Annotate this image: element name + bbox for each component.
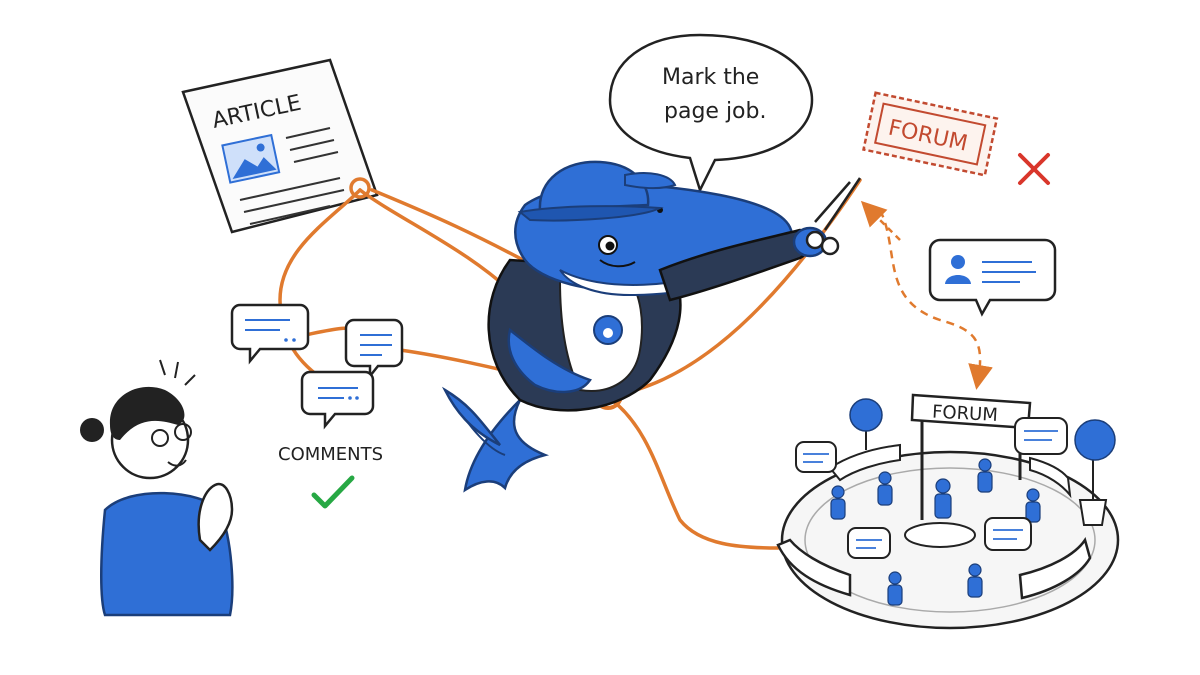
speech-line-2: page job. xyxy=(664,99,766,124)
forum-sign-label: FORUM xyxy=(932,402,999,426)
comment-bubble xyxy=(300,370,375,430)
cap-icon xyxy=(538,160,650,212)
comments-label: COMMENTS xyxy=(278,444,383,465)
bench xyxy=(1018,537,1092,600)
person-cheering xyxy=(80,359,234,617)
forum-people xyxy=(830,458,1041,606)
whale-mascot xyxy=(441,160,828,493)
article-document: ARTICLE xyxy=(181,58,379,234)
user-avatar-icon xyxy=(945,255,971,284)
hands-icon xyxy=(197,482,234,552)
x-icon xyxy=(1018,153,1050,185)
rope-knot xyxy=(349,177,371,199)
forum-tag: FORUM xyxy=(862,91,999,177)
forum-plaza: FORUM xyxy=(776,393,1120,630)
bench xyxy=(776,538,852,597)
forum-chat-bubbles xyxy=(795,417,1068,559)
user-chat-bubble xyxy=(928,238,1057,317)
bench xyxy=(828,443,901,482)
tree-icon xyxy=(1074,419,1116,526)
forum-bubble-lines xyxy=(803,430,1058,549)
speech-line-1: Mark the xyxy=(662,65,759,90)
bench xyxy=(1029,456,1072,499)
image-icon xyxy=(221,133,281,184)
scissors-icon xyxy=(805,177,862,256)
badge-icon xyxy=(593,315,623,345)
excitement-lines xyxy=(159,359,196,386)
article-text-lines xyxy=(239,127,345,225)
return-arrow xyxy=(860,200,901,241)
comment-bubble xyxy=(344,318,404,380)
speech-bubble: Mark the page job. xyxy=(608,33,814,194)
comment-bubble xyxy=(230,303,310,365)
tree-icon xyxy=(849,398,883,450)
check-icon xyxy=(311,475,355,509)
redirect-arrow xyxy=(878,209,993,390)
